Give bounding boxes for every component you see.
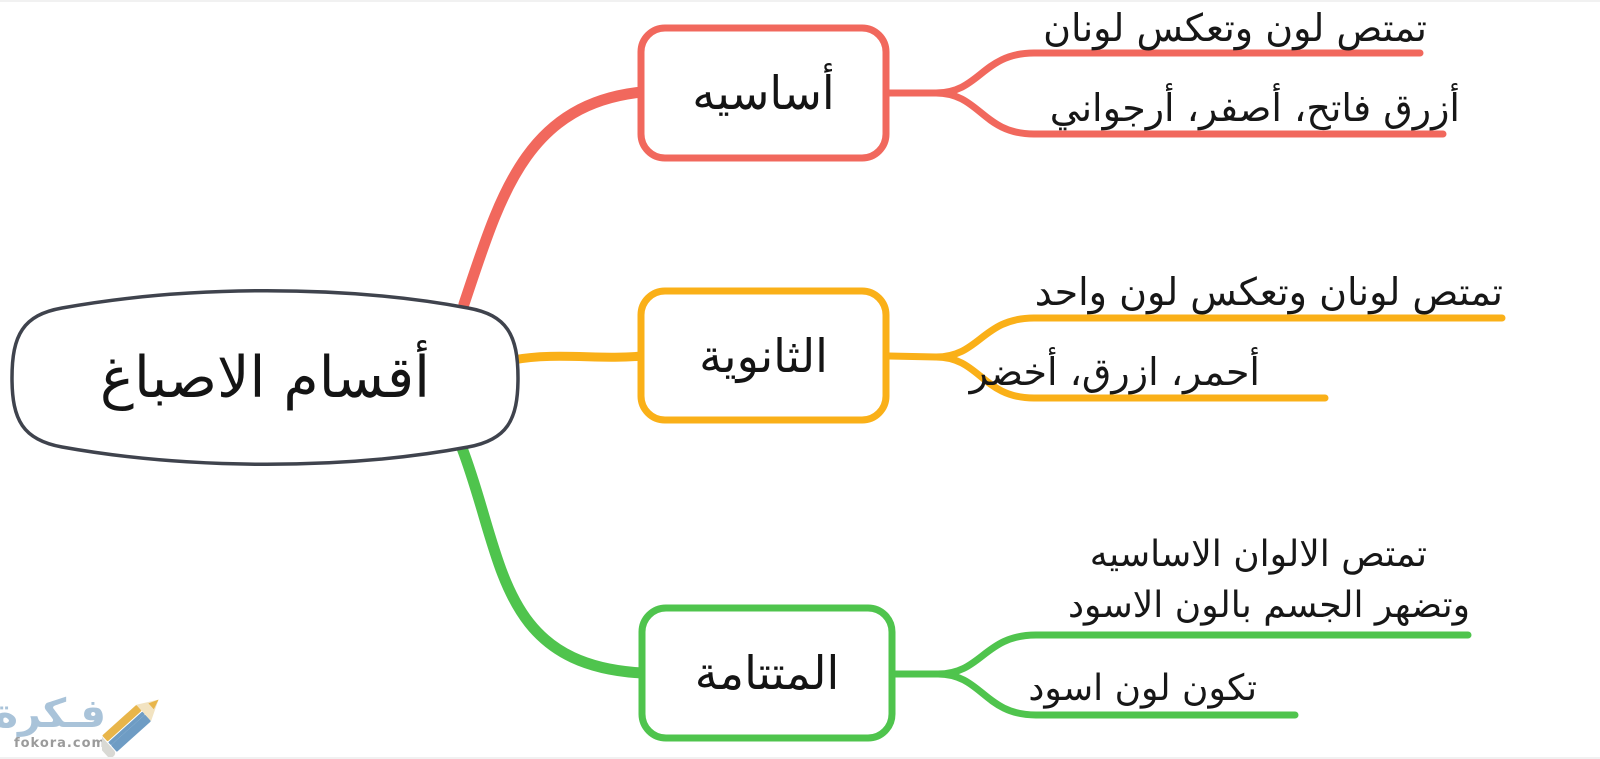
secondary-node-label[interactable]: الثانوية: [699, 328, 828, 383]
complementary-leaf-1-line-1[interactable]: تمتص الالوان الاساسيه: [1089, 534, 1427, 575]
root-node-label[interactable]: أقسام الاصباغ: [99, 344, 431, 411]
watermark-domain: fokora.com: [13, 736, 107, 751]
watermark-name: فـكرة: [0, 691, 106, 737]
secondary-leaf-2[interactable]: أحمر، ازرق، أخضر: [969, 350, 1260, 394]
secondary-leaf-1[interactable]: تمتص لونان وتعكس لون واحد: [1034, 270, 1503, 314]
complementary-leaf-1-line-2[interactable]: وتضهر الجسم بالون الاسود: [1067, 585, 1470, 626]
primary-fork: [882, 49, 1447, 138]
secondary-fork: [882, 314, 1506, 402]
watermark-logo: فـكرة fokora.com: [0, 691, 170, 757]
branch-line-complementary: [456, 442, 648, 679]
branch-line-secondary: [508, 351, 647, 365]
pencil-icon: [102, 699, 159, 757]
primary-leaf-1[interactable]: تمتص لون وتعكس لونان: [1043, 6, 1427, 50]
complementary-node-label[interactable]: المتتامة: [694, 646, 840, 700]
root-node-shape[interactable]: [10, 289, 520, 466]
complementary-leaf-2[interactable]: تكون لون اسود: [1028, 668, 1257, 709]
primary-node-label[interactable]: أساسيه: [692, 66, 835, 120]
branch-line-primary: [458, 86, 648, 310]
complementary-fork: [888, 631, 1472, 719]
primary-leaf-2[interactable]: أزرق فاتح، أصفر، أرجواني: [1049, 86, 1460, 130]
